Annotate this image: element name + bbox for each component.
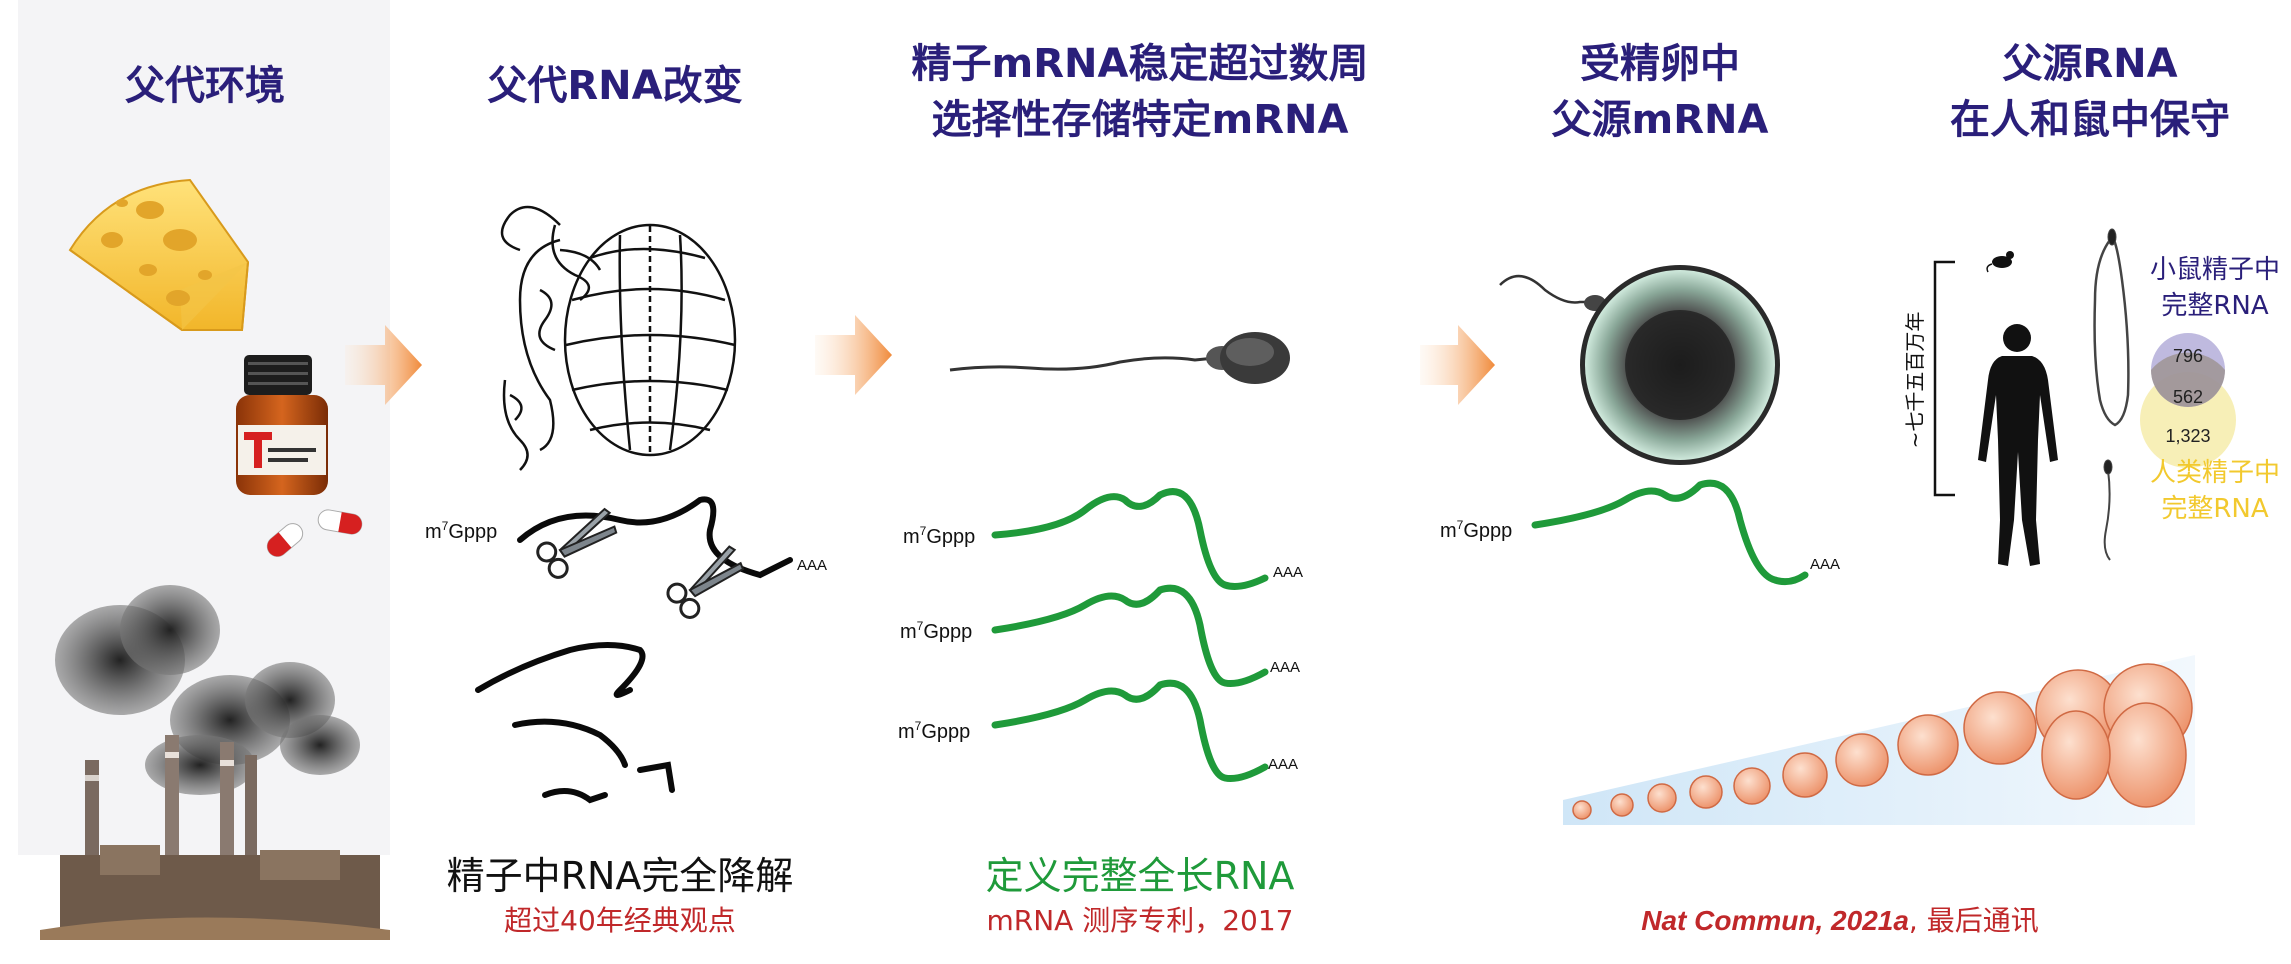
venn-human-label: 人类精子中 完整RNA: [2149, 458, 2280, 524]
timescale-label: ~七千五百万年: [1903, 312, 1927, 449]
sperm-illustration: [949, 332, 1290, 384]
rna-intact-strand-3: [991, 679, 1269, 782]
heading-sperm-mrna-stability: 精子mRNA稳定超过数周 选择性存储特定mRNA: [911, 41, 1369, 143]
flow-arrow-3-icon: [1420, 325, 1495, 405]
capsules-icon: [266, 509, 363, 557]
tail-label-zygote: AAA: [1810, 556, 1840, 573]
venn-mouse-label: 小鼠精子中 完整RNA: [2149, 255, 2280, 321]
tail-label-green-2: AAA: [1270, 659, 1300, 676]
cap-label-green-2: m7Gppp: [900, 619, 972, 643]
cap-label-green-3: m7Gppp: [898, 719, 970, 743]
rna-degraded-strands: [475, 496, 793, 804]
heading-paternal-rna-change: 父代RNA改变: [487, 63, 743, 109]
cap-label-zygote: m7Gppp: [1440, 518, 1512, 542]
caption-intact-rna-sub: mRNA 测序专利，2017: [986, 904, 1294, 937]
human-silhouette-icon: [1978, 324, 2058, 566]
testis-illustration: [500, 205, 737, 471]
venn-shared-count: 562: [2173, 387, 2203, 407]
heading-conserved-rna: 父源RNA 在人和鼠中保守: [1950, 41, 2230, 143]
venn-diagram: [2140, 333, 2236, 468]
heading-paternal-environment: 父代环境: [125, 63, 285, 109]
rna-intact-strand-2: [991, 584, 1269, 687]
venn-mouse-only-count: 796: [2173, 346, 2203, 366]
cap-label-black: m7Gppp: [425, 519, 497, 543]
sperm-long-icon: [2093, 228, 2130, 561]
citation: Nat Commun, 2021a, 最后通讯: [1641, 904, 2039, 937]
embryo-development-strip: [1563, 655, 2195, 825]
rna-zygote-strand: [1531, 479, 1809, 586]
flow-arrow-1-icon: [345, 325, 422, 405]
caption-degradation: 精子中RNA完全降解: [446, 854, 794, 898]
rna-intact-strand-1: [991, 488, 1269, 590]
flow-arrow-2-icon: [815, 315, 892, 395]
fertilized-egg-illustration: [1499, 265, 1780, 465]
venn-human-only-count: 1,323: [2165, 426, 2210, 446]
scissors-icon: [536, 507, 745, 619]
mouse-icon: [1986, 251, 2014, 273]
tail-label-black: AAA: [797, 557, 827, 574]
factory-pollution-icon: [40, 585, 390, 940]
caption-intact-rna: 定义完整全长RNA: [985, 854, 1295, 898]
caption-degradation-sub: 超过40年经典观点: [504, 904, 736, 937]
cap-label-green-1: m7Gppp: [903, 524, 975, 548]
tail-label-green-1: AAA: [1273, 564, 1303, 581]
medicine-bottle-icon: [236, 355, 328, 495]
heading-zygote-paternal-mrna: 受精卵中 父源mRNA: [1551, 41, 1769, 143]
tail-label-green-3: AAA: [1268, 756, 1298, 773]
cheese-icon: [68, 178, 250, 331]
timescale-bracket: [1933, 260, 1955, 497]
